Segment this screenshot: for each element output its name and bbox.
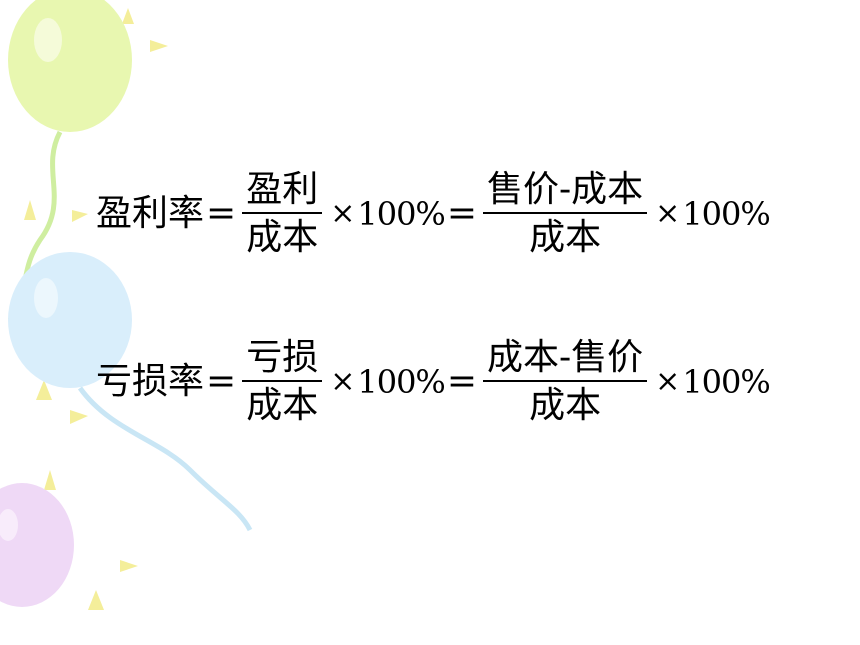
times-sign: × [655, 364, 681, 399]
fraction-denominator: 成本 [529, 385, 602, 426]
fraction-numerator: 亏损 [246, 337, 319, 378]
equals-sign: = [206, 361, 237, 402]
loss-rate-label: 亏损率 [96, 361, 205, 402]
profit-rate-formula: 盈利率 = 盈利 成本 × 100% = 售价-成本 成本 × 100% [96, 169, 771, 258]
percent-value: 100% [682, 195, 770, 233]
fraction-loss-over-cost: 亏损 成本 [242, 337, 323, 426]
equals-sign: = [446, 193, 477, 234]
fraction-bar [483, 212, 648, 214]
fraction-price-minus-cost-over-cost: 售价-成本 成本 [483, 169, 648, 258]
fraction-profit-over-cost: 盈利 成本 [242, 169, 323, 258]
fraction-cost-minus-price-over-cost: 成本-售价 成本 [483, 337, 648, 426]
fraction-denominator: 成本 [246, 385, 319, 426]
fraction-numerator: 售价-成本 [487, 169, 644, 210]
times-sign: × [330, 196, 356, 231]
percent-value: 100% [357, 195, 445, 233]
fraction-bar [483, 380, 648, 382]
fraction-numerator: 盈利 [246, 169, 319, 210]
profit-rate-label: 盈利率 [96, 193, 205, 234]
equals-sign: = [206, 193, 237, 234]
loss-rate-formula: 亏损率 = 亏损 成本 × 100% = 成本-售价 成本 × 100% [96, 337, 771, 426]
fraction-bar [242, 212, 323, 214]
equals-sign: = [446, 361, 477, 402]
fraction-denominator: 成本 [529, 217, 602, 258]
fraction-bar [242, 380, 323, 382]
purple-balloon [0, 483, 74, 607]
percent-value: 100% [357, 363, 445, 401]
fraction-denominator: 成本 [246, 217, 319, 258]
percent-value: 100% [682, 363, 770, 401]
times-sign: × [655, 196, 681, 231]
fraction-numerator: 成本-售价 [487, 337, 644, 378]
blue-balloon [8, 252, 253, 532]
green-balloon [7, 0, 132, 322]
times-sign: × [330, 364, 356, 399]
